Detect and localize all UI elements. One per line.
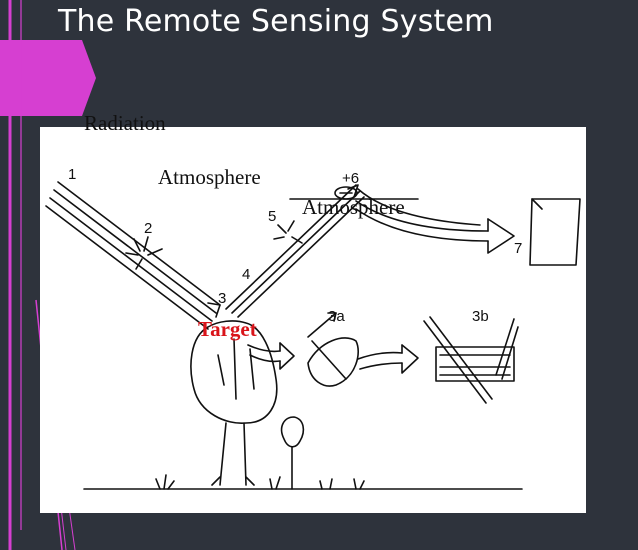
ground-line <box>83 474 523 490</box>
atmosphere-label-1: Atmosphere <box>158 165 261 189</box>
label-7: 7 <box>514 240 523 257</box>
slide-title: The Remote Sensing System <box>58 4 494 39</box>
radiation-label: Radiation <box>84 111 166 135</box>
accent-arrow-shape <box>0 40 96 116</box>
ground-station-page <box>529 198 581 266</box>
label-5: 5 <box>268 208 277 225</box>
sensor-6 <box>289 186 481 226</box>
label-4: 4 <box>242 266 251 283</box>
incoming-radiation-rays <box>45 181 221 330</box>
atmosphere-label-2: Atmosphere <box>302 195 405 219</box>
small-tree <box>280 416 305 490</box>
label-3a: 3a <box>328 308 345 325</box>
target-tree <box>190 320 278 486</box>
target-label: Target <box>198 317 257 341</box>
leaf-3a <box>307 312 360 387</box>
transmission-arrow <box>355 200 515 254</box>
label-6: +6 <box>342 170 360 187</box>
diagram-drawing <box>45 181 581 490</box>
leaf-to-cell-arrow <box>357 344 419 374</box>
label-3: 3 <box>218 290 227 307</box>
label-1: 1 <box>68 166 77 183</box>
target-to-leaf-arrow <box>247 342 295 370</box>
label-3b: 3b <box>472 308 489 325</box>
scatter-burst-2 <box>125 236 163 270</box>
leaf-cross-section-3b <box>423 316 519 404</box>
scatter-burst-5 <box>273 220 303 244</box>
label-2: 2 <box>144 220 153 237</box>
remote-sensing-diagram: Atmosphere Atmosphere Target 1 2 3 4 5 +… <box>40 127 586 513</box>
